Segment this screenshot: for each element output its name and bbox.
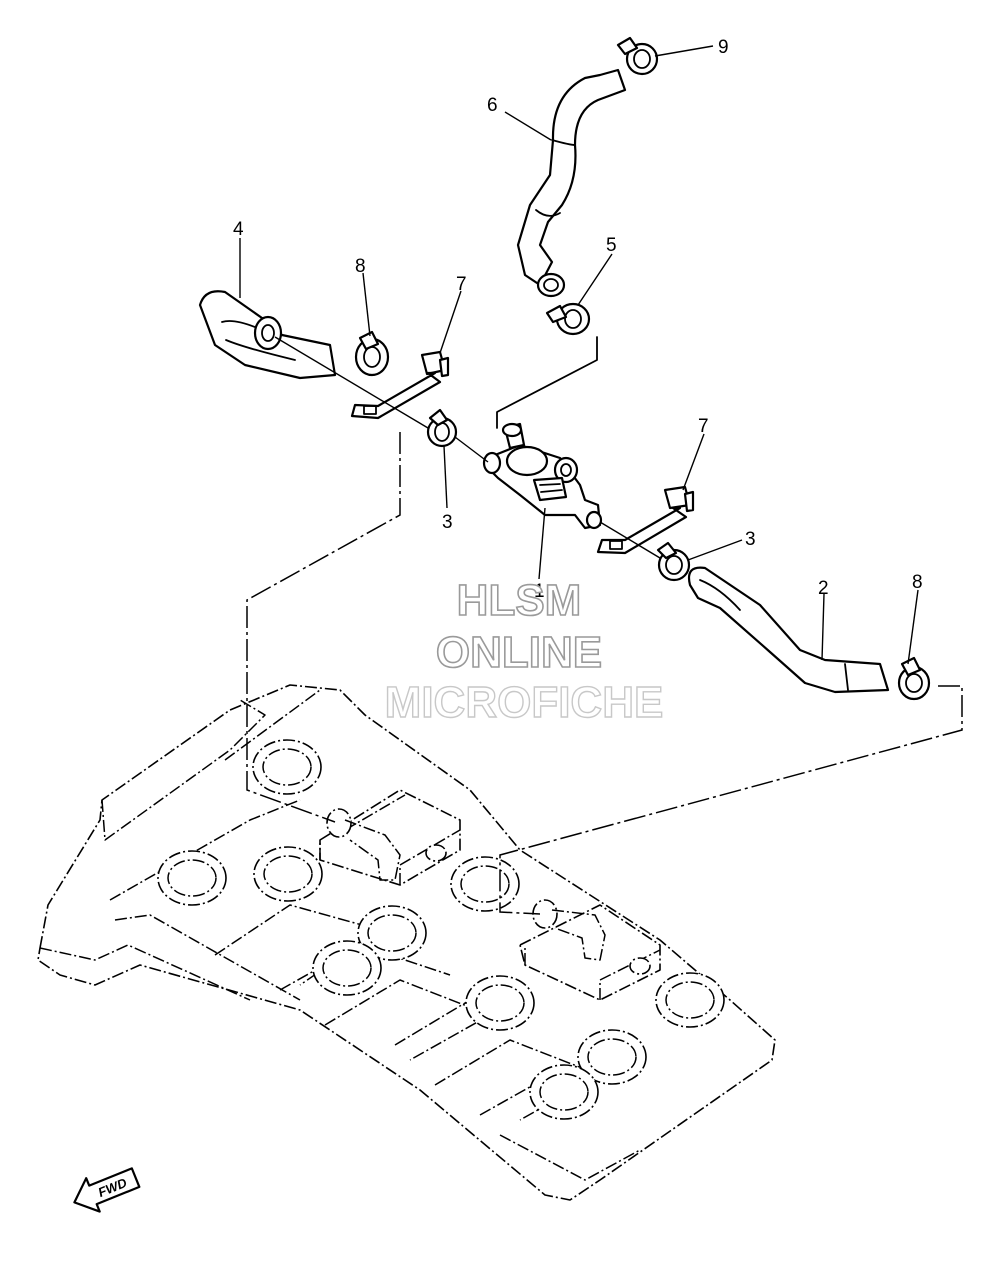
- callout-6: 6: [487, 95, 498, 116]
- clamp-8-left: [354, 330, 390, 377]
- callout-9: 9: [718, 37, 729, 58]
- callout-8-right: 8: [912, 572, 923, 593]
- watermark-line-2: ONLINE: [436, 628, 602, 677]
- callout-7-left: 7: [456, 274, 467, 295]
- callout-8-left: 8: [355, 256, 366, 277]
- hose-6: [516, 68, 627, 298]
- leader-lines: [239, 45, 919, 665]
- callout-4: 4: [233, 219, 244, 240]
- watermark-line-3: MICROFICHE: [385, 678, 664, 727]
- assembly-lines: [274, 336, 661, 559]
- callout-5: 5: [606, 235, 617, 256]
- watermark: HLSM ONLINE MICROFICHE: [384, 575, 664, 728]
- watermark-line-1: HLSM: [457, 576, 582, 625]
- bracket-7-right: [596, 485, 695, 555]
- callout-2: 2: [818, 578, 829, 599]
- clamp-3-right: [656, 541, 691, 582]
- clamp-8-right: [897, 656, 931, 701]
- callout-7-right: 7: [698, 416, 709, 437]
- air-cut-valve: [482, 422, 603, 530]
- hose-2: [687, 566, 890, 694]
- callout-1: 1: [534, 581, 545, 602]
- fwd-arrow: FWD: [73, 1167, 141, 1213]
- callout-3-right: 3: [745, 529, 756, 550]
- clamp-3-left: [426, 408, 458, 448]
- cylinder-head-cover: [37, 684, 776, 1201]
- routing-lines: [246, 336, 963, 915]
- hose-4: [198, 290, 337, 380]
- callout-numbers: 1 2 3 3 4 5 6 7 7 8 8 9: [233, 37, 923, 602]
- bracket-7-left: [350, 350, 450, 420]
- clamp-5: [545, 302, 591, 336]
- callout-3-left: 3: [442, 512, 453, 533]
- clamp-9: [616, 36, 659, 76]
